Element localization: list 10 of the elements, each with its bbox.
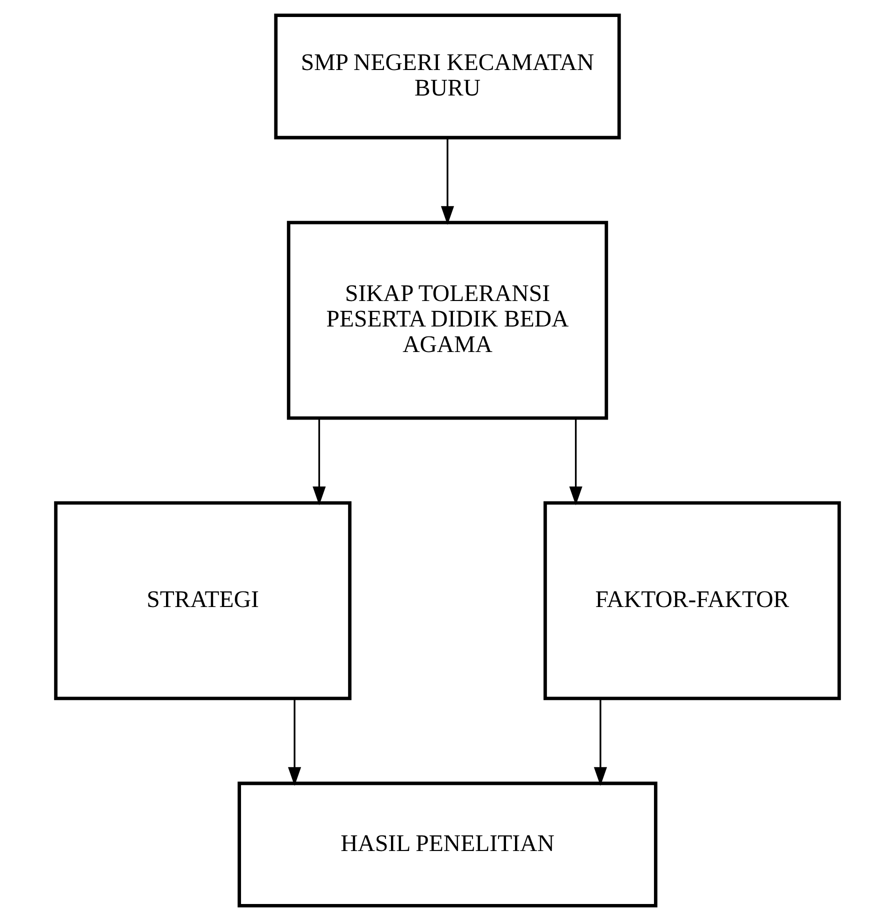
arrow	[594, 698, 607, 786]
arrow	[569, 418, 582, 506]
arrow	[440, 138, 454, 225]
node-box: SMP NEGERI KECAMATAN BURU	[274, 14, 621, 140]
node-box: SIKAP TOLERANSI PESERTA DIDIK BEDA AGAMA	[286, 220, 608, 420]
node-box: HASIL PENELITIAN	[238, 782, 658, 908]
arrow	[312, 418, 326, 506]
node-box: STRATEGI	[54, 501, 352, 700]
node-box: FAKTOR-FAKTOR	[544, 501, 841, 700]
arrow	[288, 698, 302, 786]
